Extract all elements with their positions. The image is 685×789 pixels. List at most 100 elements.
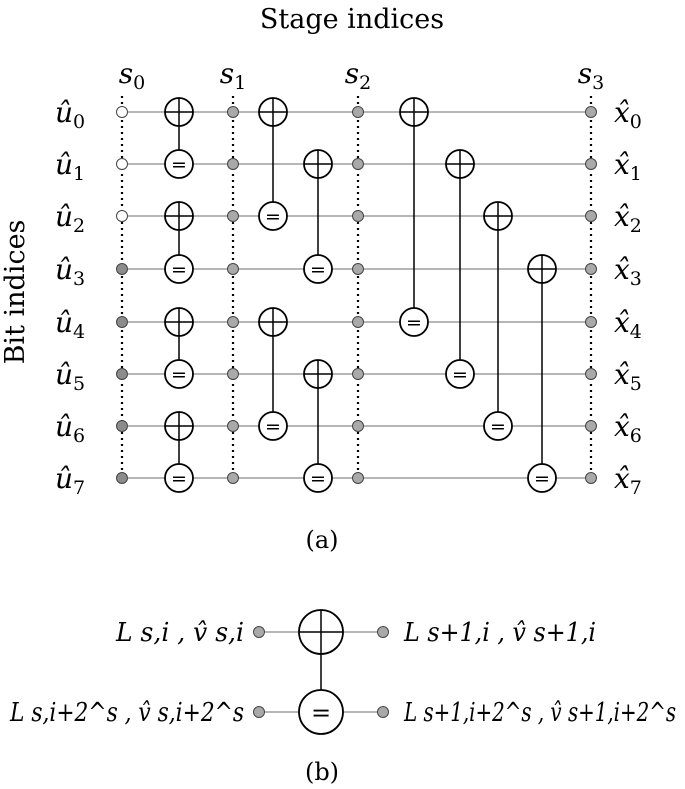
xor-node xyxy=(258,307,288,337)
diagram-title: Stage indices xyxy=(260,4,444,35)
legend-dot-top-right xyxy=(377,626,389,638)
dot-s3-b0 xyxy=(585,106,597,118)
input-label-6: û6 xyxy=(55,410,85,447)
xor-node xyxy=(483,201,513,231)
dot-s0-b5 xyxy=(116,368,128,380)
svg-text:=: = xyxy=(534,468,550,490)
eq-node: = xyxy=(445,359,475,389)
legend-label-top-left: L s,i , v̂ s,i xyxy=(115,618,244,648)
dot-s2-b2 xyxy=(352,210,364,222)
svg-text:=: = xyxy=(265,206,281,228)
xor-node xyxy=(445,149,475,179)
xor-node xyxy=(164,411,194,441)
dot-s3-b6 xyxy=(585,420,597,432)
stage-label-2: s2 xyxy=(345,57,371,94)
legend-label-bottom-left: L s,i+2^s , v̂ s,i+2^s xyxy=(9,698,244,728)
dot-s2-b4 xyxy=(352,316,364,328)
eq-node: = xyxy=(258,411,288,441)
eq-node: = xyxy=(483,411,513,441)
input-label-4: û4 xyxy=(55,306,85,343)
dot-s3-b3 xyxy=(585,263,597,275)
input-label-5: û5 xyxy=(55,358,85,395)
dot-s1-b1 xyxy=(227,158,239,170)
stage-lines xyxy=(120,96,593,480)
dot-s3-b1 xyxy=(585,158,597,170)
dot-s3-b4 xyxy=(585,316,597,328)
dot-s2-b1 xyxy=(352,158,364,170)
output-label-7: x̂7 xyxy=(614,462,642,499)
svg-text:=: = xyxy=(171,468,187,490)
dot-s2-b6 xyxy=(352,420,364,432)
dot-s1-b0 xyxy=(227,106,239,118)
eq-node: = xyxy=(303,463,333,493)
legend-label-bottom-right: L s+1,i+2^s , v̂ s+1,i+2^s xyxy=(403,698,676,728)
dot-s1-b7 xyxy=(227,472,239,484)
svg-text:=: = xyxy=(490,416,506,438)
svg-text:=: = xyxy=(171,259,187,281)
input-label-2: û2 xyxy=(55,200,85,237)
xor-node xyxy=(164,201,194,231)
output-label-4: x̂4 xyxy=(614,306,642,343)
dot-s0-b2 xyxy=(116,210,128,222)
butterfly-legend: = xyxy=(253,609,389,735)
output-label-5: x̂5 xyxy=(614,358,642,395)
output-label-3: x̂3 xyxy=(614,253,642,290)
input-label-1: û1 xyxy=(55,148,85,185)
dot-s2-b5 xyxy=(352,368,364,380)
eq-nodes: = = = = = = = = = = = = xyxy=(164,149,557,493)
caption-a: (a) xyxy=(305,526,338,554)
dot-s2-b7 xyxy=(352,472,364,484)
stage-label-0: s0 xyxy=(119,57,145,94)
dot-s0-b3 xyxy=(116,263,128,275)
svg-text:=: = xyxy=(452,364,468,386)
dot-s1-b3 xyxy=(227,263,239,275)
output-labels: x̂0 x̂1 x̂2 x̂3 x̂4 x̂5 x̂6 x̂7 xyxy=(614,96,642,499)
dot-s3-b7 xyxy=(585,472,597,484)
input-label-0: û0 xyxy=(55,96,85,133)
dot-s0-b6 xyxy=(116,420,128,432)
caption-b: (b) xyxy=(305,758,339,786)
dot-s1-b6 xyxy=(227,420,239,432)
output-label-6: x̂6 xyxy=(614,410,642,447)
svg-text:=: = xyxy=(310,468,326,490)
input-labels: û0 û1 û2 û3 û4 û5 û6 û7 xyxy=(55,96,85,499)
y-axis-label: Bit indices xyxy=(0,220,31,365)
eq-node: = xyxy=(527,463,557,493)
svg-text:=: = xyxy=(310,259,326,281)
xor-node xyxy=(527,254,557,284)
stage-label-1: s1 xyxy=(220,57,246,94)
dot-s2-b3 xyxy=(352,263,364,275)
eq-node: = xyxy=(303,254,333,284)
legend-dot-bottom-right xyxy=(377,706,389,718)
xor-node xyxy=(164,307,194,337)
eq-node: = xyxy=(164,463,194,493)
dot-s1-b4 xyxy=(227,316,239,328)
xor-node xyxy=(303,359,333,389)
dot-s1-b2 xyxy=(227,210,239,222)
dot-s0-b7 xyxy=(116,472,128,484)
xor-nodes xyxy=(164,97,557,441)
xor-node xyxy=(258,97,288,127)
svg-text:=: = xyxy=(265,416,281,438)
output-label-1: x̂1 xyxy=(614,148,642,185)
eq-node: = xyxy=(164,359,194,389)
xor-node xyxy=(399,97,429,127)
svg-text:=: = xyxy=(171,364,187,386)
dot-s0-b4 xyxy=(116,316,128,328)
input-label-7: û7 xyxy=(55,462,85,499)
svg-text:=: = xyxy=(171,154,187,176)
svg-text:=: = xyxy=(406,312,422,334)
eq-node: = xyxy=(399,307,429,337)
dot-s0-b0 xyxy=(116,106,128,118)
stage-label-3: s3 xyxy=(578,57,604,94)
dot-s2-b0 xyxy=(352,106,364,118)
stage-labels: s0 s1 s2 s3 xyxy=(119,57,604,94)
output-label-0: x̂0 xyxy=(614,96,642,133)
input-label-3: û3 xyxy=(55,253,85,290)
eq-node: = xyxy=(164,149,194,179)
xor-node xyxy=(303,149,333,179)
dot-s3-b2 xyxy=(585,210,597,222)
dot-s0-b1 xyxy=(116,158,128,170)
legend-label-top-right: L s+1,i , v̂ s+1,i xyxy=(403,618,596,648)
